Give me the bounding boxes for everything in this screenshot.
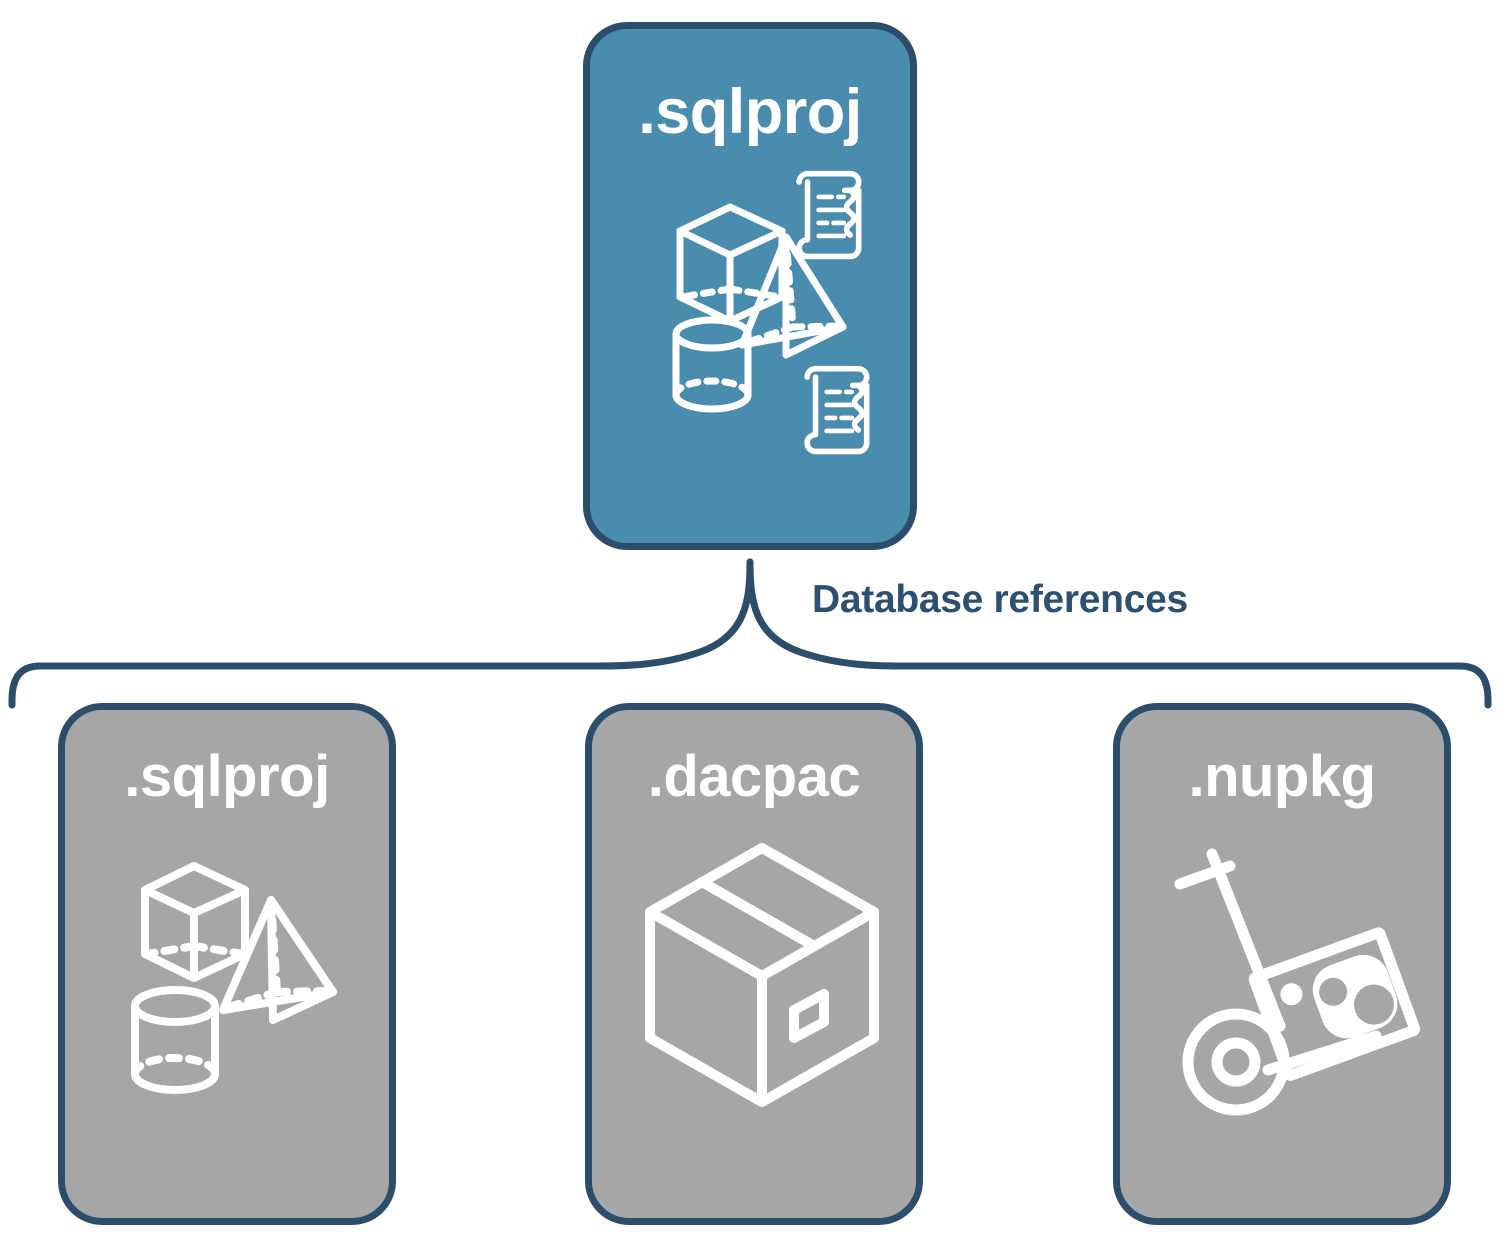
scroll-icon	[796, 170, 862, 260]
brace-left-half	[8, 558, 754, 709]
card-title: .nupkg	[1188, 744, 1376, 809]
node-card-sqlproj-root[interactable]: .sqlproj	[583, 22, 917, 550]
node-card-dacpac[interactable]: .dacpac	[585, 703, 923, 1225]
card-artwork-database-objects	[65, 840, 389, 1170]
database-objects-illustration	[131, 862, 337, 1094]
card-artwork-hand-truck	[1120, 840, 1444, 1170]
cylinder-wireframe-icon	[672, 316, 752, 413]
hand-truck-illustration	[1174, 848, 1421, 1116]
pyramid-wireframe-icon	[219, 896, 337, 1024]
card-title: .sqlproj	[638, 77, 862, 147]
cube-wireframe-icon	[676, 203, 786, 325]
database-objects-illustration	[672, 170, 870, 455]
nuget-package-icon	[1248, 927, 1421, 1081]
node-card-sqlproj-ref[interactable]: .sqlproj	[58, 703, 396, 1225]
card-title: .dacpac	[647, 744, 861, 809]
brace-label: Database references	[812, 578, 1188, 621]
package-box-illustration	[645, 843, 879, 1107]
node-card-nupkg[interactable]: .nupkg	[1113, 703, 1451, 1225]
package-box-icon	[645, 843, 879, 1107]
card-title: .sqlproj	[124, 744, 330, 809]
cube-wireframe-icon	[141, 862, 249, 982]
pyramid-wireframe-icon	[738, 233, 847, 359]
scroll-icon	[804, 365, 870, 455]
card-artwork-database-objects	[590, 169, 910, 459]
card-artwork-package-box	[592, 840, 916, 1170]
cylinder-wireframe-icon	[131, 986, 219, 1094]
